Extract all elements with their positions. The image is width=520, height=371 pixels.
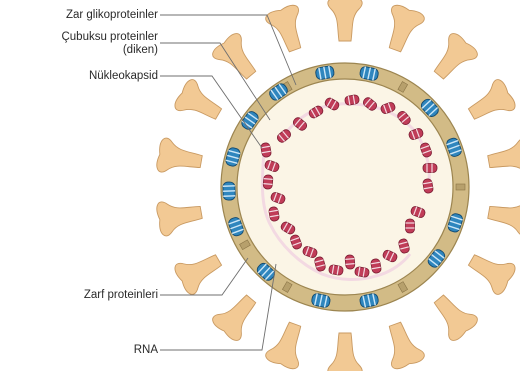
spike-protein-icon [379,3,426,55]
spike-protein-icon [328,0,362,41]
spike-protein-icon [426,31,480,86]
nucleocapsid-coil-icon [263,175,273,190]
spike-protein-icon [264,3,311,55]
spike-protein-icon [426,288,480,343]
label-envelope-glycoprotein: Zar glikoproteinler [40,9,158,22]
spike-protein-icon [379,318,426,370]
label-spike-protein-line2: (diken) [36,44,158,57]
spike-protein-icon [210,31,264,86]
spike-protein-icon [156,195,205,236]
spike-protein-icon [328,333,362,371]
spike-protein-icon [486,195,520,236]
nucleocapsid-coil-icon [406,219,415,233]
spike-protein-icon [156,137,205,178]
label-nucleocapsid: Nükleokapsid [40,70,158,83]
spike-protein-icon [210,288,264,343]
label-spike-protein-line1: Çubuksu proteinler [36,31,158,44]
spike-protein-icon [264,318,311,370]
spike-protein-icon [172,245,227,296]
spike-protein-icon [463,245,518,296]
label-envelope-protein: Zarf proteinleri [40,289,158,302]
spike-protein-icon [463,77,518,128]
label-spike-protein: Çubuksu proteinler (diken) [36,31,158,57]
nucleocapsid-coil-icon [345,255,355,270]
spike-protein-icon [172,77,227,128]
spike-protein-icon [486,137,520,178]
label-rna: RNA [40,344,158,357]
glycoprotein-icon [223,182,236,200]
nucleocapsid-coil-icon [423,164,437,173]
